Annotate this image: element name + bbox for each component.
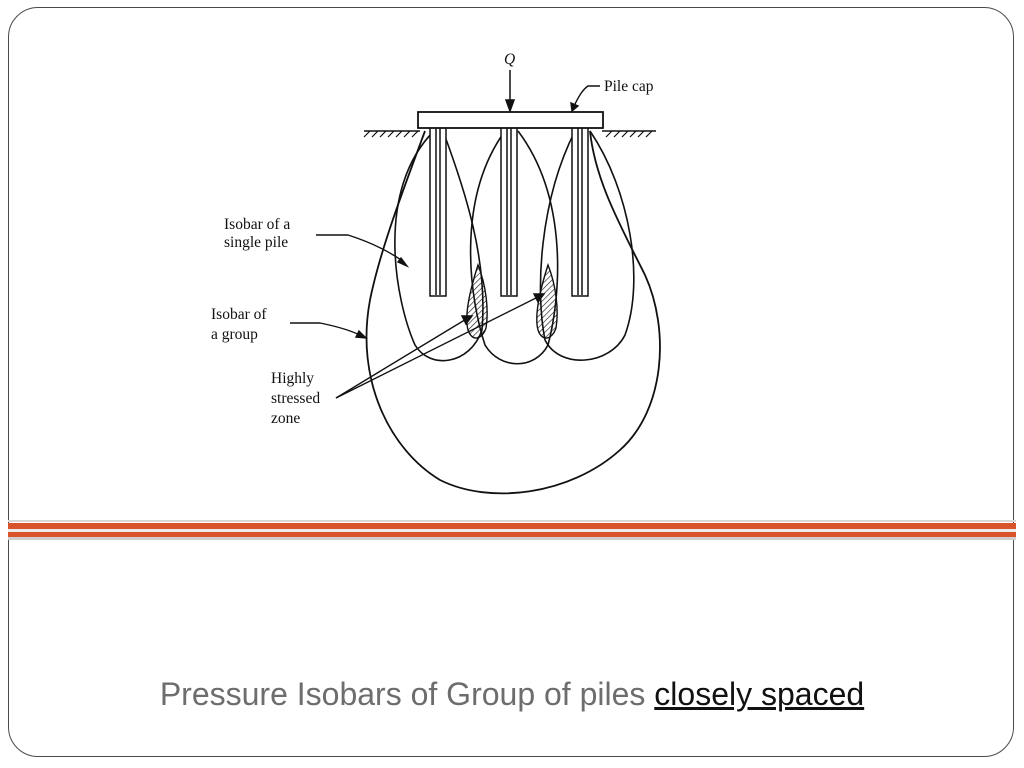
pile-cap — [417, 111, 604, 129]
pile-cap-label: Pile cap — [604, 78, 654, 95]
pile — [429, 126, 447, 297]
isobar-single-label-line2: single pile — [224, 234, 288, 251]
pile — [500, 126, 518, 297]
caption-emphasis: closely spaced — [654, 676, 865, 712]
stress-zone — [466, 262, 488, 339]
group-isobar — [365, 130, 661, 495]
accent-stripe — [8, 532, 1016, 537]
stress-zone-label-line3: zone — [271, 410, 300, 427]
pile-cap-leader — [570, 85, 600, 113]
single-pile-isobar — [394, 130, 484, 362]
isobar-single-leader — [316, 234, 410, 268]
slide-caption: Pressure Isobars of Group of piles close… — [0, 676, 1024, 713]
isobar-group-label-line2: a group — [211, 326, 258, 343]
accent-stripe — [8, 523, 1016, 529]
single-pile-isobar — [469, 130, 559, 365]
stress-zone-leader — [335, 293, 546, 399]
stress-zone-label-line2: stressed — [271, 390, 320, 407]
isobar-single-label-line1: Isobar of a — [224, 216, 290, 233]
pile — [571, 126, 589, 297]
divider-line — [8, 520, 1016, 522]
load-label: Q — [504, 51, 515, 68]
divider-line — [8, 537, 1016, 540]
isobar-group-label-line1: Isobar of — [211, 306, 267, 323]
ground-surface — [363, 130, 656, 138]
divider-line — [8, 529, 1016, 532]
single-pile-isobar — [539, 130, 635, 361]
stress-zone-label-line1: Highly — [271, 370, 314, 387]
load-arrow — [504, 70, 516, 114]
isobar-group-leader — [290, 322, 368, 339]
caption-text: Pressure Isobars of Group of piles — [159, 676, 646, 712]
